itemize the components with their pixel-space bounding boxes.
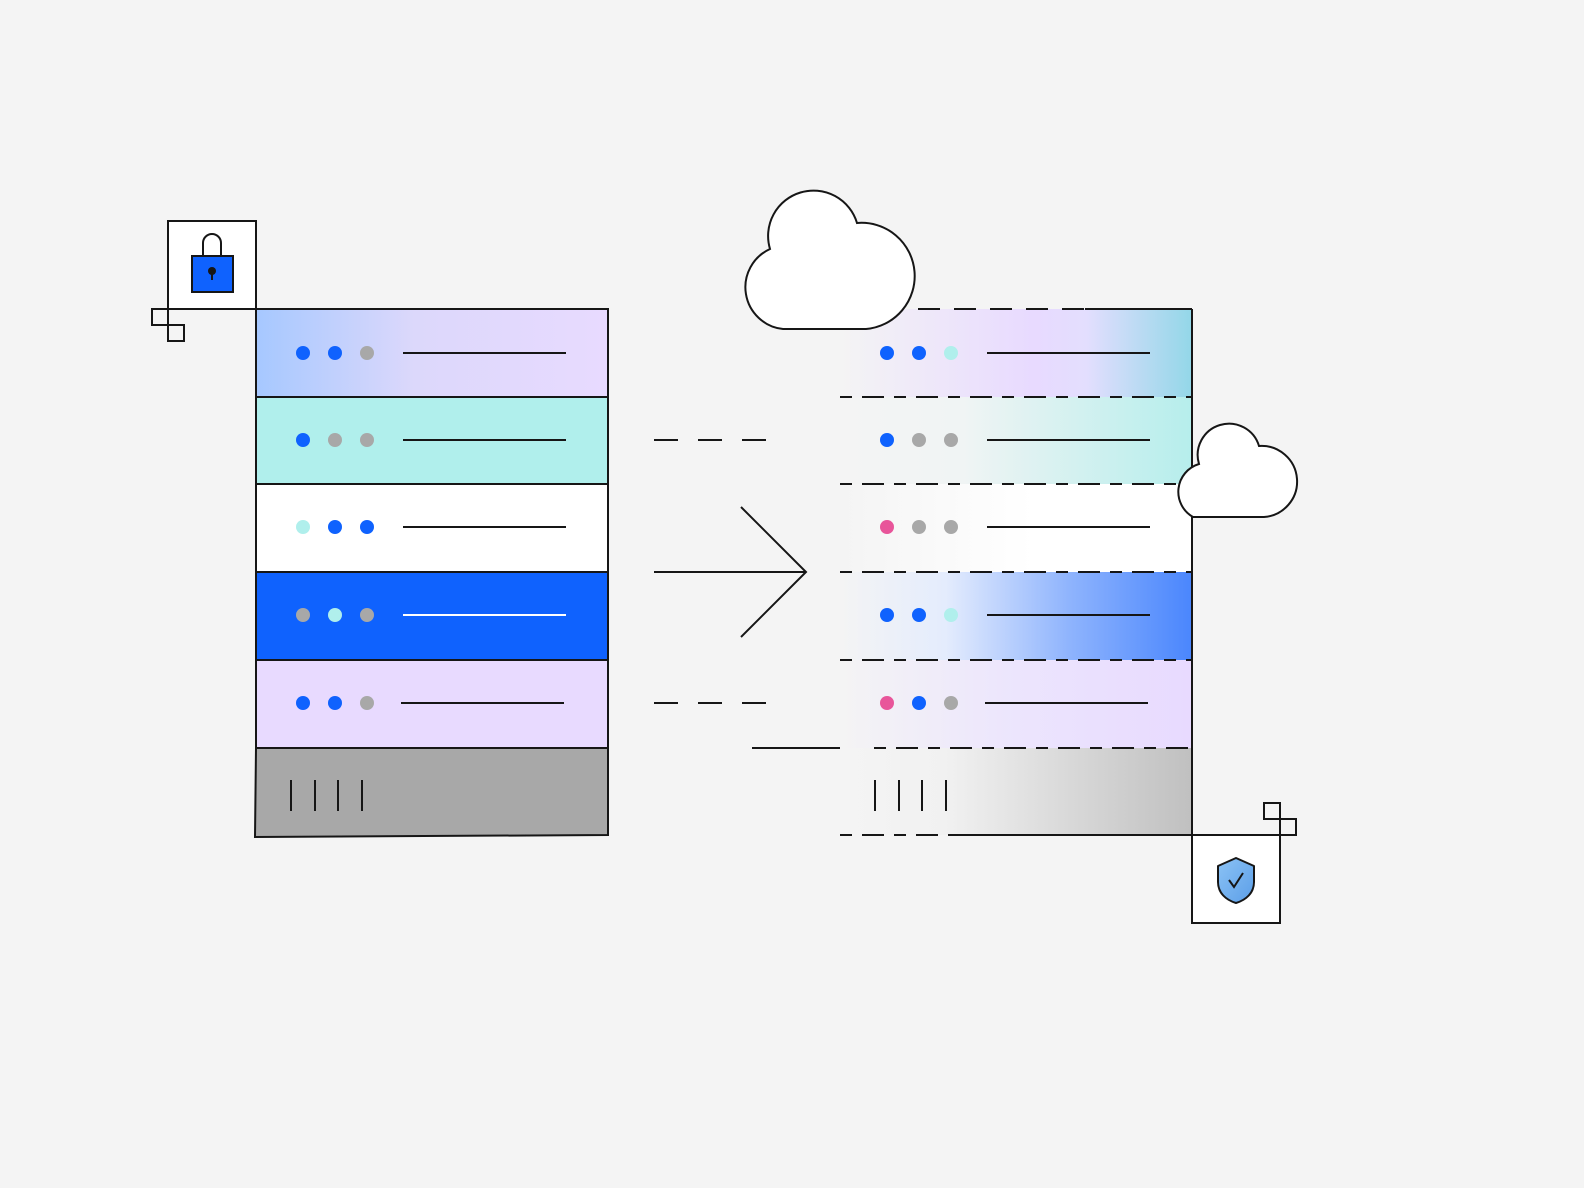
migration-arrow xyxy=(654,439,852,749)
status-dot xyxy=(328,433,342,447)
left-base xyxy=(253,747,609,839)
status-dot xyxy=(296,520,310,534)
right-vents xyxy=(874,780,947,811)
status-dot xyxy=(296,346,310,360)
status-dot xyxy=(360,520,374,534)
right-base xyxy=(840,748,1192,835)
connector-square xyxy=(151,308,169,326)
status-dot xyxy=(912,608,926,622)
shield-check-icon xyxy=(1217,857,1255,904)
status-dot xyxy=(944,520,958,534)
status-dot xyxy=(360,433,374,447)
status-dot xyxy=(360,608,374,622)
status-dot xyxy=(360,346,374,360)
status-dot xyxy=(944,608,958,622)
status-dot xyxy=(944,346,958,360)
status-dot xyxy=(296,696,310,710)
status-dot xyxy=(880,608,894,622)
status-dot xyxy=(880,346,894,360)
connector-square xyxy=(167,324,185,342)
lock-icon xyxy=(191,233,234,293)
right-server-rack xyxy=(840,308,1193,836)
connector-square xyxy=(1263,802,1281,820)
status-dot xyxy=(296,433,310,447)
status-dot xyxy=(328,520,342,534)
left-vents xyxy=(290,780,363,811)
cloud-icon xyxy=(744,189,916,330)
status-dot xyxy=(912,433,926,447)
status-dot xyxy=(880,433,894,447)
status-dot xyxy=(912,696,926,710)
status-dot xyxy=(944,696,958,710)
status-dot xyxy=(296,608,310,622)
status-dot xyxy=(880,520,894,534)
status-dot xyxy=(328,608,342,622)
status-dot xyxy=(912,346,926,360)
status-dot xyxy=(360,696,374,710)
status-dot xyxy=(328,696,342,710)
connector-square xyxy=(1279,818,1297,836)
left-server-rack xyxy=(253,308,609,839)
status-dot xyxy=(328,346,342,360)
cloud-icon xyxy=(1177,422,1299,518)
status-dot xyxy=(944,433,958,447)
status-dot xyxy=(912,520,926,534)
status-dot xyxy=(880,696,894,710)
shield-badge xyxy=(1191,802,1297,924)
lock-badge xyxy=(151,220,257,342)
